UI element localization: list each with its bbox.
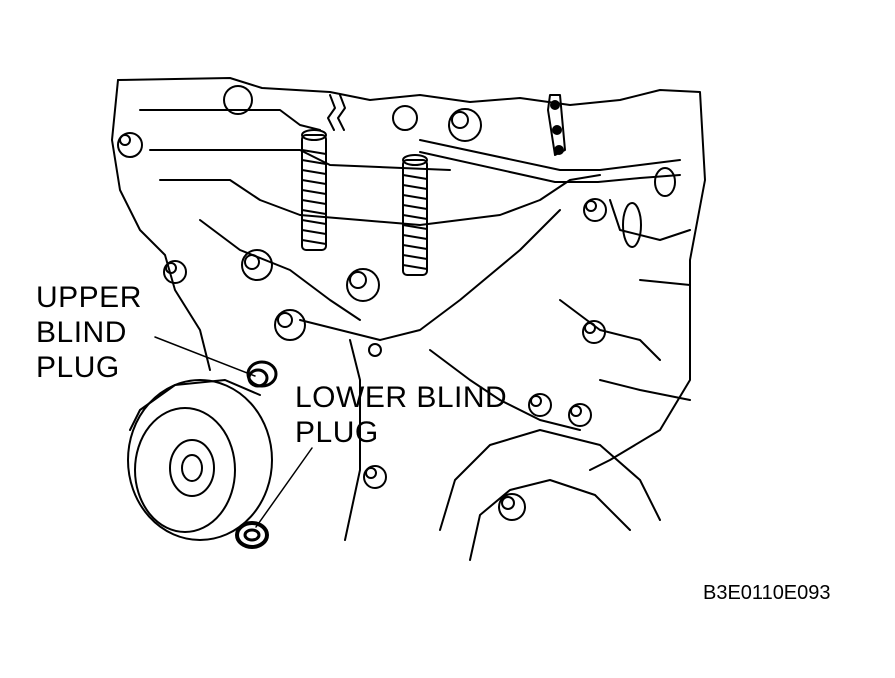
lower-blind-plug	[235, 521, 269, 549]
threaded-stud-left	[301, 129, 327, 251]
lower-label-line-1: LOWER BLIND	[295, 381, 508, 414]
lower-leader-line	[255, 447, 313, 528]
lower-blind-plug-label: LOWER BLIND PLUG	[295, 380, 507, 450]
upper-label-line-3: PLUG	[36, 351, 120, 384]
upper-label-line-1: UPPER	[36, 281, 142, 314]
camshaft-sprocket	[439, 429, 661, 561]
chain-links	[327, 94, 566, 156]
upper-blind-plug	[246, 360, 278, 388]
bolt-heads	[117, 85, 607, 489]
upper-blind-plug-label: UPPER BLIND PLUG	[36, 280, 142, 385]
upper-label-line-2: BLIND	[36, 316, 127, 349]
engine-block-outline	[111, 77, 706, 541]
figure-code: B3E0110E093	[703, 582, 831, 604]
lower-label-line-2: PLUG	[295, 416, 379, 449]
upper-leader-line	[154, 336, 256, 377]
coolant-pipe	[419, 139, 681, 248]
threaded-stud-right	[402, 154, 428, 276]
crankshaft-pulley	[127, 379, 273, 541]
